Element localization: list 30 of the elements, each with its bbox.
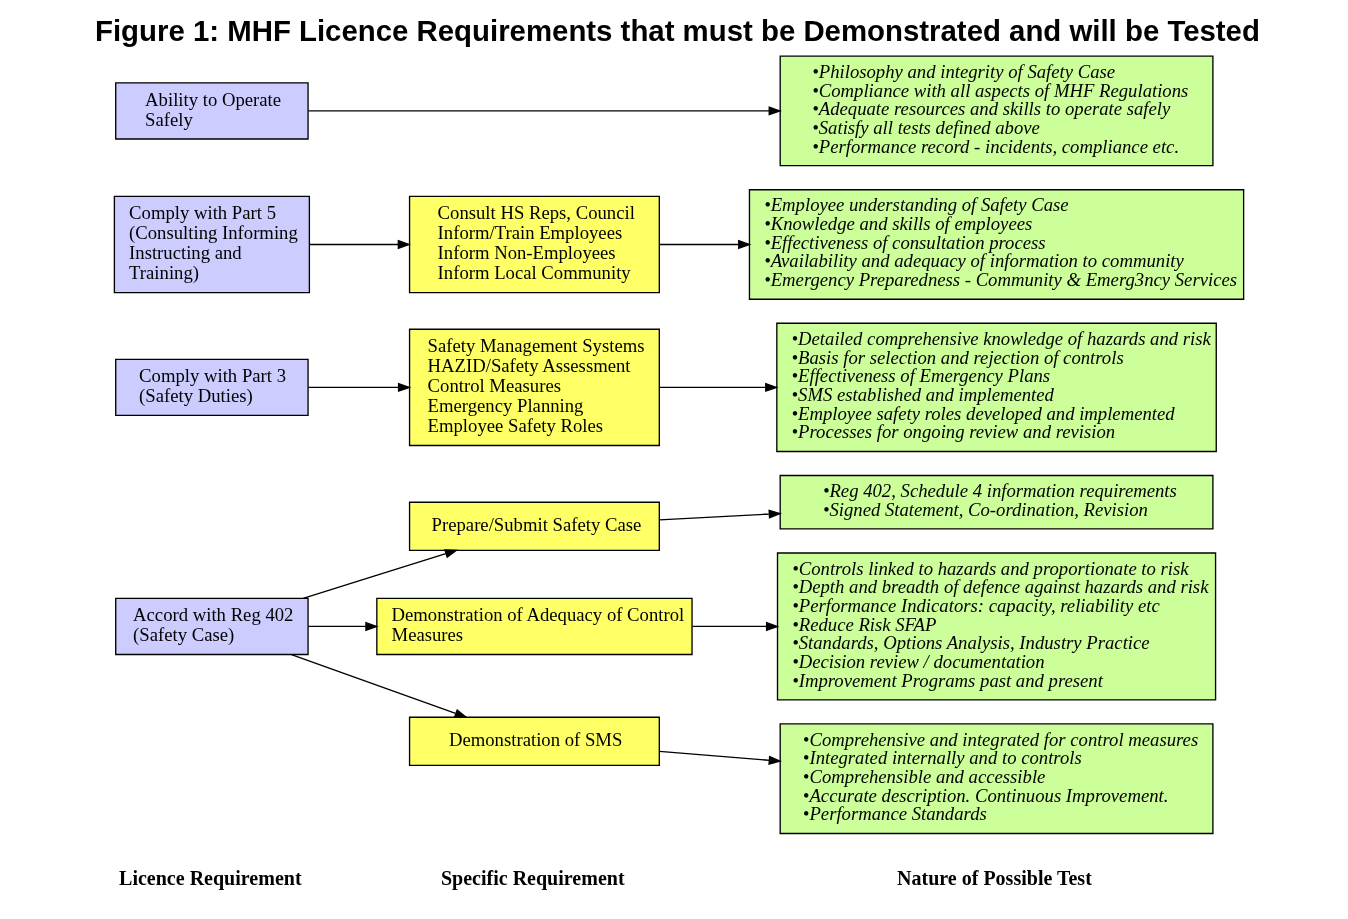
label: Nature of Possible Test — [897, 866, 1092, 889]
arrow — [658, 509, 782, 521]
arrow — [290, 653, 468, 718]
arrow — [302, 549, 459, 599]
node-box: Safety Management Systems HAZID/Safety Assessment Control Measures Emergency Planning Employee Safety Roles — [408, 328, 660, 447]
label: Specific Requirement — [440, 866, 625, 889]
node-box: •Reg 402, Schedule 4 information requirements •Signed Statement, Co-ordination, Revision — [779, 474, 1214, 530]
node-box: Comply with Part 5 (Consulting Informing Instructing and Training) — [113, 195, 311, 294]
arrow — [658, 750, 782, 765]
arrow — [307, 382, 412, 393]
arrow — [658, 239, 752, 250]
node-box: Prepare/Submit Safety Case — [408, 501, 660, 551]
node-box: Consult HS Reps, Council Inform/Train Employees Inform Non-Employees Inform Local Community — [408, 195, 660, 294]
label: Licence Requirement — [119, 866, 302, 889]
node-box: •Philosophy and integrity of Safety Case •Compliance with all aspects of MHF Regulations •Adequate resources and skills to operate safely •Satisfy all tests defined above •Performance record - incidents, compliance etc. — [779, 55, 1214, 167]
arrow — [308, 239, 412, 250]
arrow — [307, 106, 782, 116]
node-box: Accord with Reg 402 (Safety Case) — [115, 597, 309, 656]
node-box: Demonstration of Adequacy of Control Measures — [376, 597, 693, 656]
arrow — [658, 382, 779, 393]
diagram-title: Figure 1: MHF Licence Requirements that must be Demonstrated and will be Tested — [95, 13, 1260, 47]
arrow — [307, 621, 379, 632]
node-box: •Comprehensive and integrated for control measures •Integrated internally and to controls •Comprehensible and accessible •Accurate description. Continuous Improvement. •Performance Standards — [779, 723, 1214, 835]
arrow — [691, 621, 780, 632]
node-box: Demonstration of SMS — [408, 716, 660, 766]
node-box: Ability to Operate Safely — [115, 82, 309, 140]
node-box: •Controls linked to hazards and proportionate to risk •Depth and breadth of defence against hazards and risk •Performance Indicators: capacity, reliability etc •Reduce Risk SFAP •Standards, Options Analysis, Industry Practice •Decision review / documentation •Improvement Programs past and present — [776, 552, 1217, 701]
node-box: Comply with Part 3 (Safety Duties) — [115, 358, 309, 417]
node-box: •Detailed comprehensive knowledge of hazards and risk •Basis for selection and rejection of controls •Effectiveness of Emergency Plans •SMS established and implemented •Employee safety roles developed and implemented •Processes for ongoing review and revision — [776, 322, 1217, 453]
node-box: •Employee understanding of Safety Case •Knowledge and skills of employees •Effectiveness of consultation process •Availability and adequacy of information to community •Emergency Preparedness - Community & Emerg3ncy Services — [748, 189, 1245, 300]
